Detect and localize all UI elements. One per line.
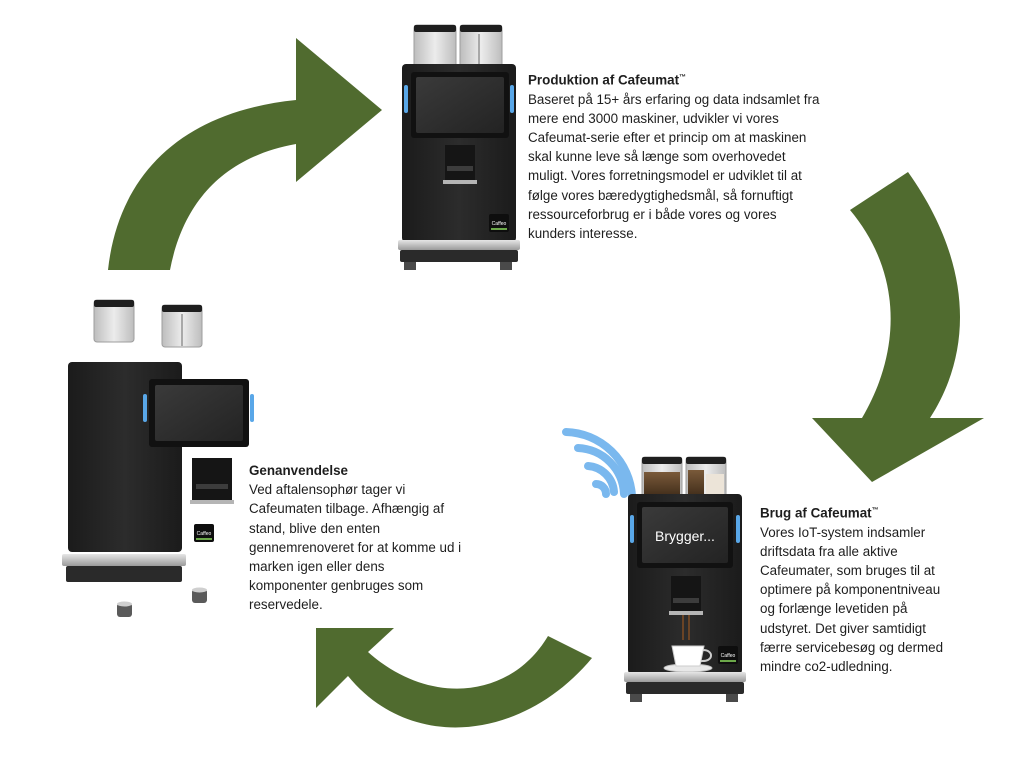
coffee-machine-production: Caffeo (398, 24, 520, 270)
brand-badge (489, 214, 509, 232)
machine-foot (117, 601, 132, 617)
arrow-usage-to-recycle (316, 628, 592, 728)
recycle-line: gennemrenoveret for at komme ud i (249, 539, 462, 555)
recycle-line: komponenter genbruges som (249, 578, 424, 594)
brand-badge (718, 646, 738, 664)
recycle-body: Ved aftalensophør tager vi Cafeumaten ti… (249, 480, 509, 614)
usage-text-block: Brug af Cafeumat™ Vores IoT-system indsa… (760, 501, 1000, 676)
coffee-spout (671, 576, 701, 612)
usage-line: og forlænge levetiden på (760, 601, 908, 617)
production-trademark: ™ (679, 74, 687, 81)
recycle-text-block: Genanvendelse Ved aftalensophør tager vi… (249, 461, 509, 615)
production-line: skal kunne leve så længe som overhovedet (528, 149, 786, 165)
drip-tray (624, 672, 746, 682)
recycle-line: Cafeumaten tilbage. Afhængig af (249, 501, 445, 517)
recycle-line: marken igen eller dens (249, 559, 385, 575)
coffee-cup-icon (663, 645, 713, 673)
recycle-line: reservedele. (249, 597, 323, 613)
drip-tray (398, 240, 520, 250)
usage-title: Brug af Cafeumat (760, 505, 872, 521)
production-line: følge vores bæredygtighedsmål, så fornuf… (528, 187, 793, 203)
coffee-machine-usage: Brygger... Caffeo (562, 428, 746, 702)
usage-line: udstyret. Det giver samtidigt (760, 620, 926, 636)
brand-badge-text: Caffeo (721, 653, 736, 659)
usage-line: mindre co2-udledning. (760, 659, 893, 675)
recycle-title: Genanvendelse (249, 463, 348, 478)
production-line: ressourceforbrug er i både vores og vore… (528, 206, 777, 222)
recycle-line: stand, blive den enten (249, 520, 381, 536)
usage-line: optimere på komponentniveau (760, 582, 941, 598)
usage-line: færre servicebesøg og dermed (760, 639, 944, 655)
usage-body: Vores IoT-system indsamler driftsdata fr… (760, 523, 1000, 677)
arrow-recycle-to-production (108, 38, 382, 270)
production-line: mere end 3000 maskiner, udvikler vi vore… (528, 110, 779, 126)
production-line: Cafeumat-serie efter et princip om at ma… (528, 130, 807, 146)
usage-line: Cafeumater, som bruges til at (760, 563, 935, 579)
usage-line: driftsdata fra alle aktive (760, 543, 898, 559)
production-title: Produktion af Cafeumat (528, 72, 680, 88)
production-line: Baseret på 15+ års erfaring og data inds… (528, 91, 820, 107)
production-line: kunders interesse. (528, 226, 638, 242)
wifi-icon (562, 428, 636, 500)
production-body: Baseret på 15+ års erfaring og data inds… (528, 90, 878, 244)
usage-trademark: ™ (871, 507, 879, 514)
brand-badge-text: Caffeo (197, 531, 212, 537)
coffee-machine-exploded: Caffeo (62, 299, 254, 617)
coffee-spout (445, 145, 475, 181)
brand-badge (194, 524, 214, 542)
production-text-block: Produktion af Cafeumat™ Baseret på 15+ å… (528, 68, 878, 243)
machine-foot (192, 587, 207, 603)
brand-badge-text: Caffeo (492, 221, 507, 227)
drip-tray (62, 554, 186, 566)
production-line: muligt. Vores forretningsmodel er udvikl… (528, 168, 802, 184)
arrow-production-to-usage (812, 172, 984, 482)
usage-line: Vores IoT-system indsamler (760, 524, 926, 540)
recycle-line: Ved aftalensophør tager vi (249, 482, 406, 498)
screen-status-text: Brygger... (655, 528, 715, 544)
coffee-spout (192, 458, 232, 502)
